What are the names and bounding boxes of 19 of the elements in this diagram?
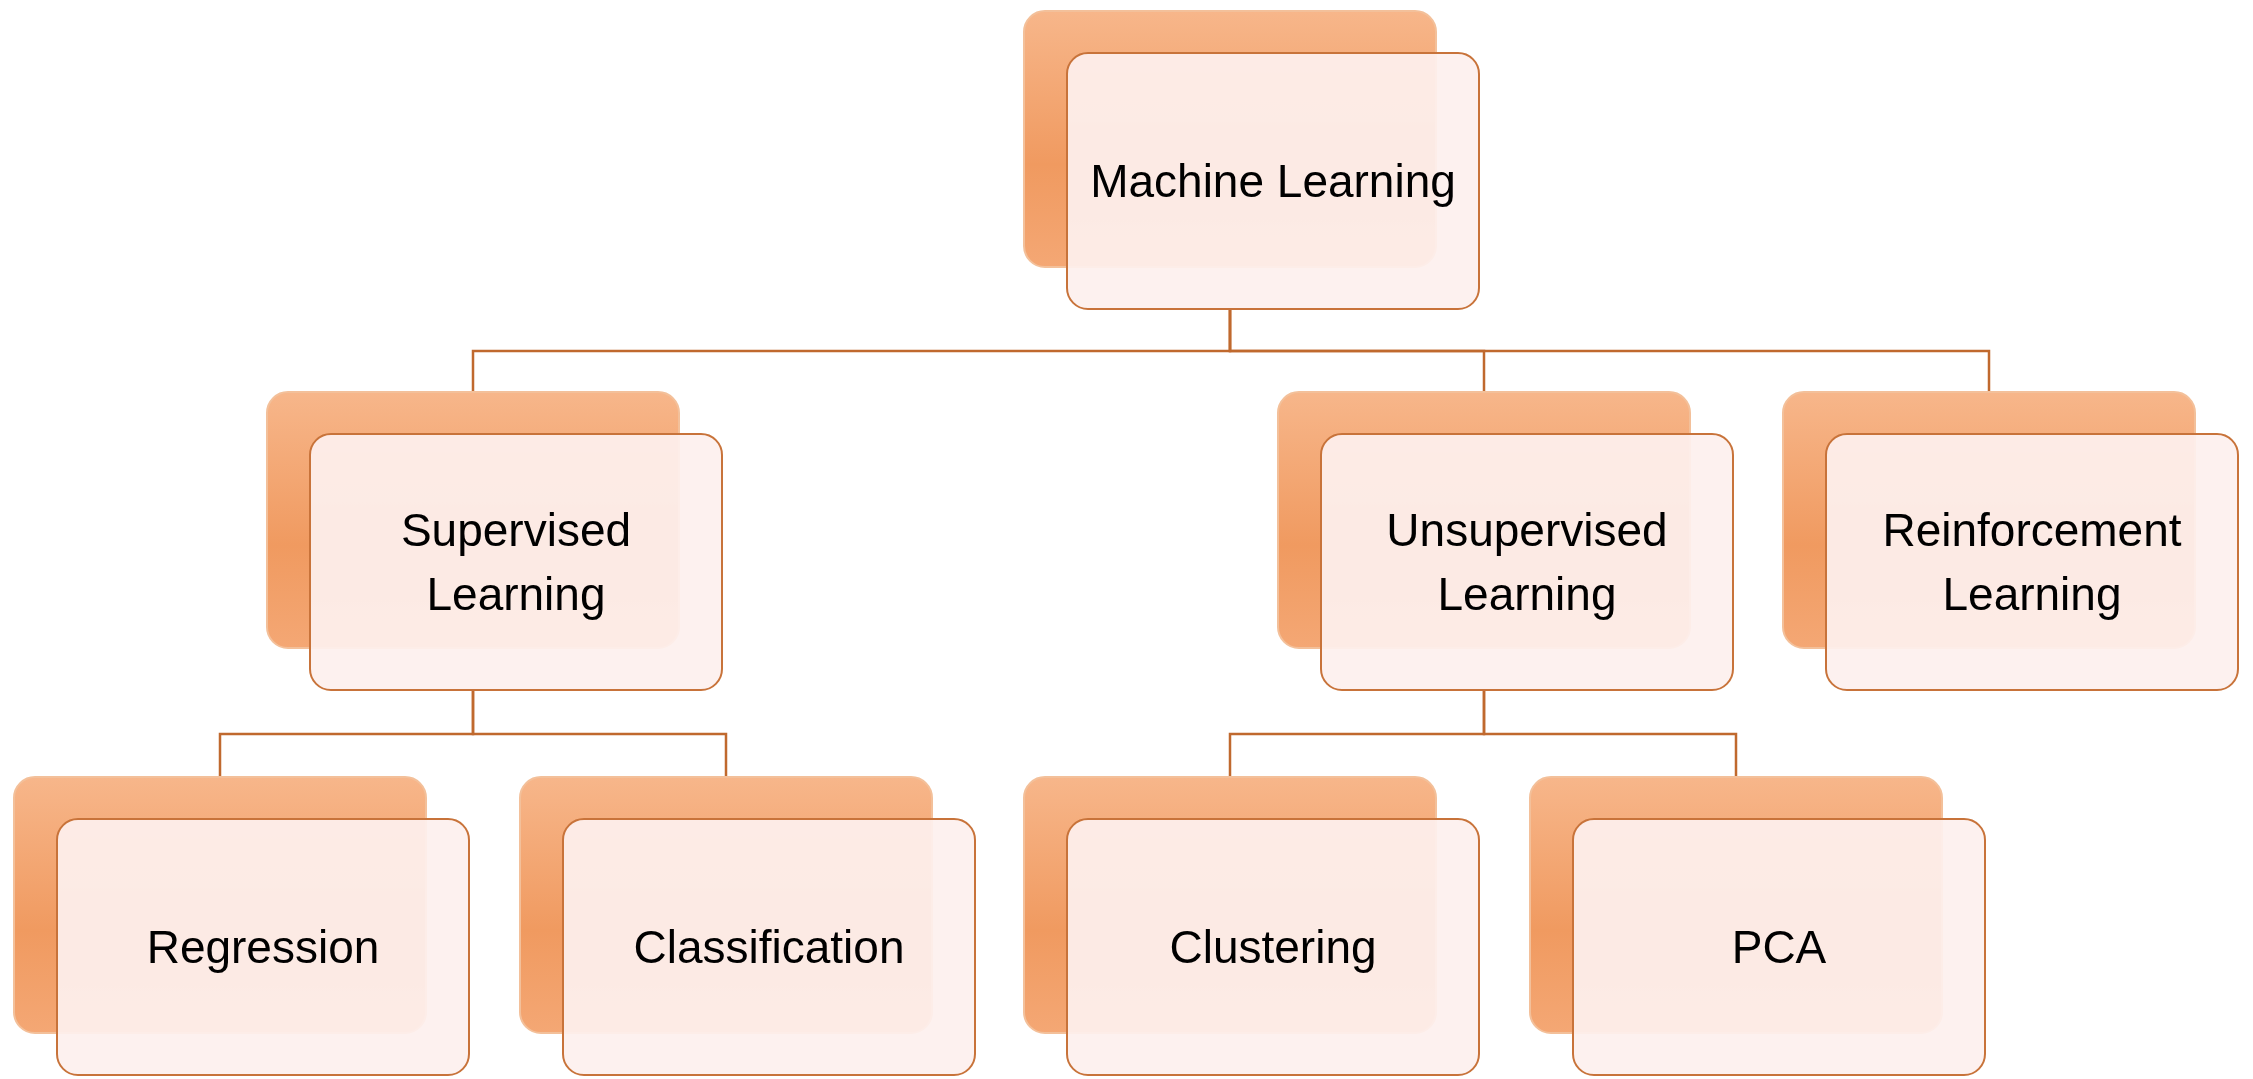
node-label: Machine Learning [1090,153,1456,209]
stacked-card [1529,776,1986,1076]
node-label: Reinforcement Learning [1881,502,2183,622]
node-label: Clustering [1169,919,1377,975]
connector-line [1482,691,1738,776]
stacked-card [1023,776,1480,1076]
stacked-card [1782,391,2239,691]
node-label: Regression [146,919,380,975]
stacked-card [13,776,470,1076]
node-label: Classification [633,919,905,975]
connector-line [1228,310,1991,391]
stacked-card [1023,10,1480,310]
node-label: PCA [1731,919,1827,975]
node-label: Unsupervised Learning [1385,502,1669,622]
stacked-card [266,391,723,691]
node-label: Supervised Learning [399,502,633,622]
stacked-card [519,776,976,1076]
connector-line [471,691,728,776]
stacked-card [1277,391,1734,691]
